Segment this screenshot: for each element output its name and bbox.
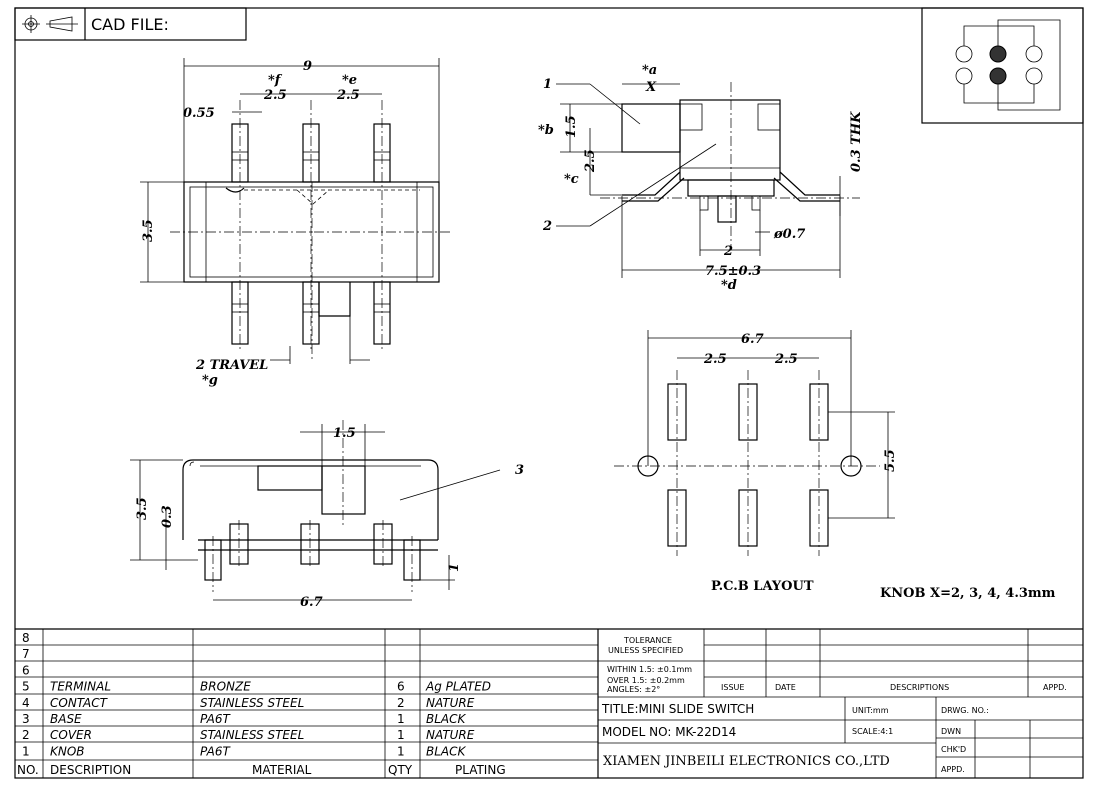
scale-label: SCALE:4:1 [852,727,893,736]
front-view: 1.5 3 3.5 0.3 1 6.7 [130,420,524,610]
bom-cell-no: 4 [22,696,30,710]
chkd-label: CHK'D [941,745,966,754]
bom-cell-plat: BLACK [426,744,467,758]
pcb-dim-h: 5.5 [883,449,898,472]
pcb-dim-total: 6.7 [741,332,764,347]
bom-cell-no: 5 [22,680,30,694]
bom-header-desc: DESCRIPTION [50,763,131,777]
callout-2: 2 [542,219,552,234]
bom-cell-desc: CONTACT [50,696,109,710]
bom-cell-qty: 1 [397,728,405,742]
tolerance-label: TOLERANCE [623,636,672,645]
model-label: MODEL NO: MK-22D14 [602,725,736,739]
circuit-symbol [921,7,1084,124]
title-block: TOLERANCE UNLESS SPECIFIED WITHIN 1.5: ±… [598,629,1083,778]
bom-header-plat: PLATING [455,763,506,777]
dim-pitch-total: 6.7 [300,595,323,610]
dim-offset: 0.55 [183,106,215,121]
bom-cell-qty: 1 [397,712,405,726]
bom-cell-no: 1 [22,744,30,758]
bom-cell-qty: 2 [397,696,405,710]
bom-cell-mat: STAINLESS STEEL [200,696,304,710]
tag-f: *f [268,73,283,88]
dim-e: 2.5 [336,88,360,103]
bom-cell-mat: PA6T [200,744,231,758]
knob-note: KNOB X=2, 3, 4, 4.3mm [880,586,1056,601]
tag-b: *b [538,123,554,138]
company-name: XIAMEN JINBEILI ELECTRONICS CO.,LTD [603,754,890,769]
bom-cell-mat: PA6T [200,712,231,726]
appd-label: APPD. [941,765,965,774]
dim-height: 3.5 [141,219,156,242]
issue-header: ISSUE [721,683,744,692]
side-view: 1 2 *a X *b 1.5 *c 2.5 0.3 THK 2 ø0.7 7.… [538,63,864,293]
dim-b: 1.5 [564,115,579,138]
tag-d: *d [721,278,737,293]
bom-cell-desc: COVER [50,728,92,742]
bom-header-mat: MATERIAL [252,763,312,777]
unless-specified: UNLESS SPECIFIED [608,646,683,655]
dim-pitch: 2 [723,244,733,259]
thk-label: 0.3 THK [849,111,864,172]
dim-x: X [645,80,657,95]
bom-table: 8 7 6 5 TERMINAL BRONZE 6 Ag PLATED 4 CONTACT STAI… [15,628,1083,778]
bom-cell-no: 3 [22,712,30,726]
callout-1: 1 [543,77,552,92]
bom-cell-desc: TERMINAL [50,680,111,694]
bom-cell-no: 8 [22,631,30,645]
dim-03: 0.3 [160,505,175,528]
dim-c: 2.5 [583,149,598,173]
pcb-layout: 6.7 2.5 2.5 5.5 P.C.B LAYOUT [614,330,898,594]
bom-header-qty: QTY [388,763,413,777]
dim-1: 1 [447,563,462,572]
bom-cell-plat: Ag PLATED [425,680,491,694]
pcb-dim-b: 2.5 [774,352,798,367]
dim-total-width: 9 [303,59,312,74]
top-view: 9 *f *e 2.5 2.5 0.55 3.5 2 TRAVEL *g [140,58,452,388]
dim-knob: 1.5 [333,426,356,441]
bom-cell-mat: STAINLESS STEEL [200,728,304,742]
unit-label: UNIT:mm [852,706,889,715]
dim-f: 2.5 [263,88,287,103]
projection-symbol-icon [22,15,78,33]
bom-cell-desc: KNOB [50,744,85,758]
appd-header: APPD. [1043,683,1067,692]
pcb-dim-a: 2.5 [703,352,727,367]
drwg-no-label: DRWG. NO.: [941,706,989,715]
bom-cell-qty: 1 [397,744,405,758]
tag-a: *a [642,63,657,78]
bom-cell-no: 6 [22,663,30,677]
header-box: CAD FILE: [14,7,247,41]
descriptions-header: DESCRIPTIONS [890,683,949,692]
travel-label: 2 TRAVEL [195,358,268,373]
tag-g: *g [202,373,218,388]
pcb-layout-title: P.C.B LAYOUT [711,579,814,594]
within-tolerance: WITHIN 1.5: ±0.1mm [607,665,692,674]
bom-cell-no: 2 [22,728,30,742]
cad-file-label: CAD FILE: [91,15,169,34]
bom-cell-plat: NATURE [426,728,475,742]
bom-cell-plat: BLACK [426,712,467,726]
dwn-label: DWN [941,727,961,736]
bom-header-no: NO. [17,763,39,777]
tag-e: *e [342,73,357,88]
callout-3: 3 [515,463,524,478]
bom-cell-mat: BRONZE [200,680,251,694]
bom-cell-plat: NATURE [426,696,475,710]
bom-cell-no: 7 [22,647,30,661]
over-tolerance: OVER 1.5: ±0.2mm [607,676,685,685]
dim-pin: ø0.7 [773,227,805,242]
bom-cell-qty: 6 [397,680,405,694]
tag-c: *c [564,172,579,187]
angles-tolerance: ANGLES: ±2° [607,685,660,694]
title-label: TITLE:MINI SLIDE SWITCH [601,702,754,716]
dim-width: 7.5±0.3 [705,264,761,279]
date-header: DATE [775,683,796,692]
dim-front-height: 3.5 [135,497,150,520]
bom-cell-desc: BASE [50,712,82,726]
drawing-border [14,7,1084,779]
